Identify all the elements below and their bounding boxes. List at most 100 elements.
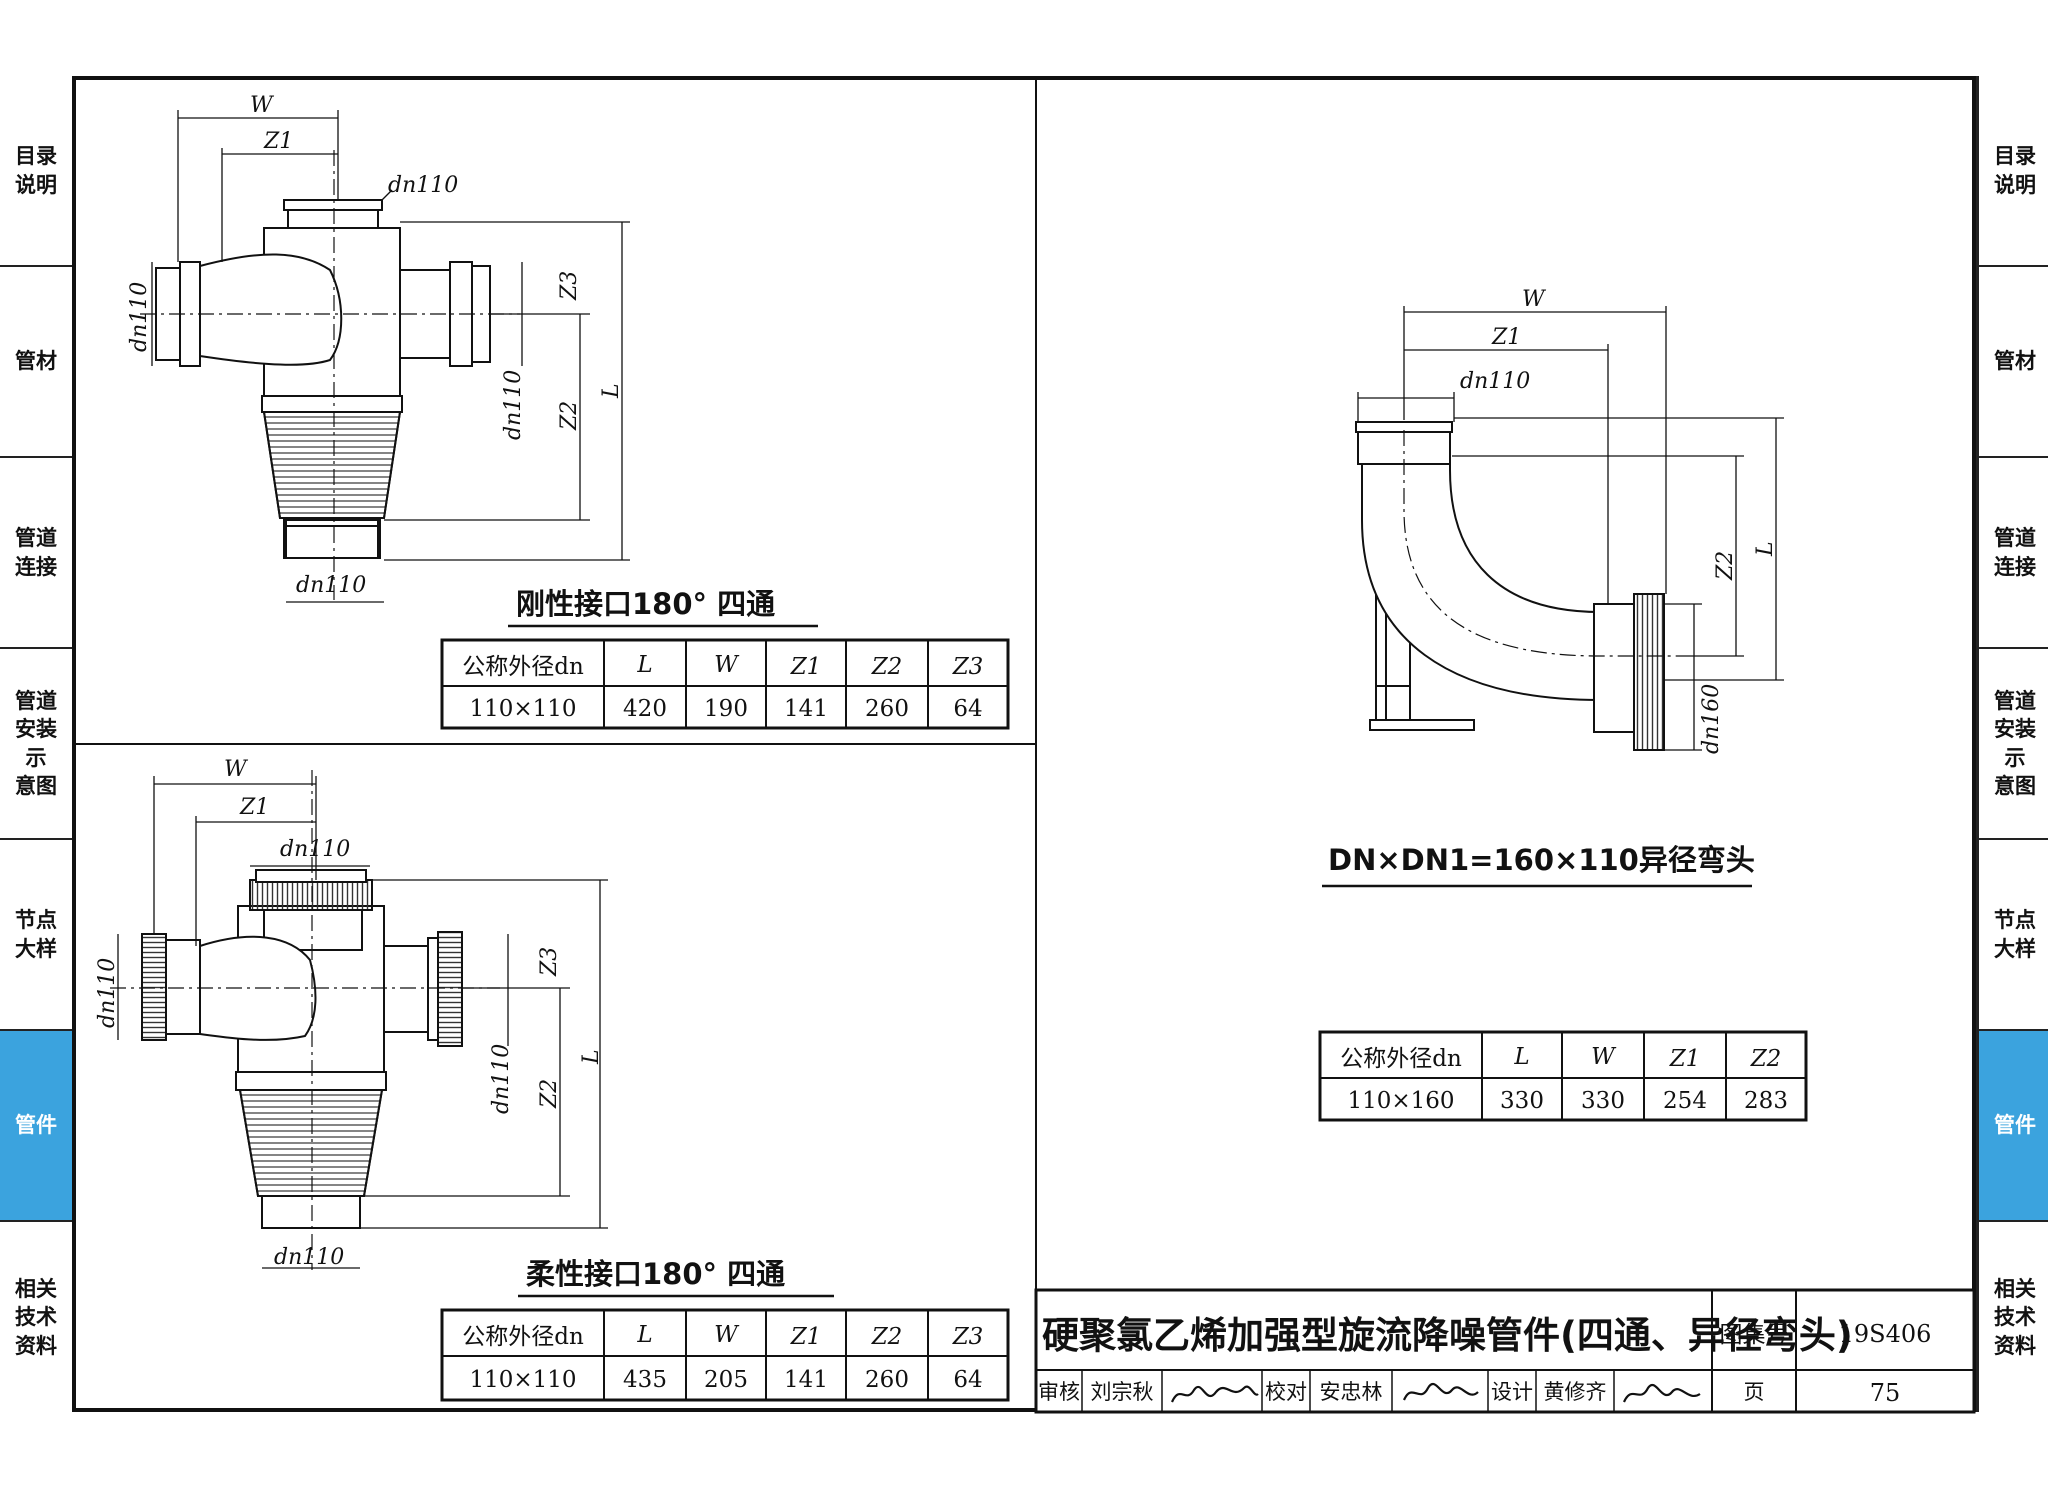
rigid-cross-dimensions	[151, 110, 630, 603]
sidebar-item-pipes[interactable]: 管材	[0, 267, 72, 458]
sidebar-item-node-details[interactable]: 节点 大样	[0, 840, 72, 1031]
rigid-table: 公称外径dn L W Z1 Z2 Z3 110×110 420 190 141 …	[440, 638, 1010, 730]
sidebar-item-installation-right[interactable]: 管道 安装 示 意图	[1979, 649, 2048, 840]
reviewer-name: 刘宗秋	[1091, 1380, 1154, 1404]
atlas-number: 19S406	[1839, 1320, 1932, 1348]
flex-cell-dn: 110×110	[469, 1367, 576, 1393]
dim-label-dn110-right: dn110	[501, 370, 526, 440]
flexible-title: 柔性接口180° 四通	[526, 1257, 785, 1291]
flexible-table: 公称外径dn L W Z1 Z2 Z3 110×110 435 205 141 …	[440, 1308, 1010, 1402]
dim-label-dn110-top: dn110	[388, 173, 458, 198]
sidebar-item-pipes-right[interactable]: 管材	[1979, 267, 2048, 458]
elbow-dim-label-L: L	[1753, 541, 1778, 557]
flex-dim-label-Z3: Z3	[537, 947, 562, 977]
flex-header-Z1: Z1	[790, 1324, 822, 1350]
flexible-cross-dimensions	[117, 776, 608, 1269]
elbow-dim-label-Z1: Z1	[1491, 325, 1521, 350]
elbow-dim-text: W Z1 dn110 Z2 L dn160	[1460, 287, 1778, 754]
flex-dim-label-L: L	[579, 1049, 604, 1065]
flex-header-dn: 公称外径dn	[462, 1324, 584, 1350]
flex-header-L: L	[636, 1322, 652, 1348]
rigid-cell-Z3: 64	[953, 696, 982, 722]
flexible-cross-dim-text: W Z1 dn110 dn110 dn110 dn110 Z3 Z2 L	[95, 757, 604, 1270]
elbow-header-W: W	[1591, 1044, 1617, 1070]
elbow-title: DN×DN1=160×110异径弯头	[1328, 843, 1755, 877]
reviewer-signature	[1170, 1385, 1259, 1403]
flex-dim-label-dn110-bottom: dn110	[274, 1245, 344, 1270]
elbow-drawing	[1355, 421, 1690, 751]
designer-name: 黄修齐	[1544, 1380, 1607, 1404]
elbow-dim-label-W: W	[1522, 287, 1547, 312]
page-label: 页	[1744, 1380, 1765, 1404]
dim-label-dn110-bottom: dn110	[296, 573, 366, 598]
rigid-title: 刚性接口180° 四通	[516, 587, 775, 621]
rigid-cell-dn: 110×110	[469, 696, 576, 722]
flex-dim-label-dn110-top: dn110	[280, 837, 350, 862]
elbow-dim-label-dn110: dn110	[1460, 369, 1530, 394]
check-label: 校对	[1265, 1380, 1307, 1404]
rigid-header-W: W	[714, 652, 740, 678]
flex-dim-label-dn110-left: dn110	[95, 958, 120, 1028]
flex-cell-Z1: 141	[784, 1367, 828, 1393]
elbow-cell-dn: 110×160	[1347, 1088, 1454, 1114]
elbow-header-Z2: Z2	[1750, 1046, 1782, 1072]
sidebar-item-fittings-right[interactable]: 管件	[1979, 1031, 2048, 1222]
title-block: 硬聚氯乙烯加强型旋流降噪管件(四通、异径弯头) 图集号 19S406 审核 刘宗…	[1034, 1288, 1976, 1414]
checker-name: 安忠林	[1320, 1380, 1383, 1404]
dim-label-dn110-left: dn110	[127, 282, 152, 352]
rigid-cell-W: 190	[704, 696, 748, 722]
flex-header-Z3: Z3	[952, 1324, 984, 1350]
checker-signature	[1402, 1382, 1479, 1401]
flex-cell-Z3: 64	[953, 1367, 982, 1393]
right-sidebar: 目录 说明 管材 管道 连接 管道 安装 示 意图 节点 大样 管件 相关 技术…	[1976, 76, 2048, 1412]
sidebar-item-pipe-connection-right[interactable]: 管道 连接	[1979, 458, 2048, 649]
elbow-header-dn: 公称外径dn	[1340, 1046, 1462, 1072]
elbow-dim-label-dn160: dn160	[1699, 684, 1724, 754]
rigid-cell-Z1: 141	[784, 696, 828, 722]
rigid-cross-drawing	[140, 150, 520, 600]
elbow-dimensions	[1357, 306, 1784, 751]
sidebar-item-node-details-right[interactable]: 节点 大样	[1979, 840, 2048, 1031]
flex-cell-W: 205	[704, 1367, 748, 1393]
dim-label-Z3: Z3	[557, 271, 582, 301]
flex-dim-label-dn110-right: dn110	[489, 1044, 514, 1114]
flex-cell-L: 435	[623, 1367, 667, 1393]
flex-header-W: W	[714, 1322, 740, 1348]
flex-dim-label-Z2: Z2	[537, 1079, 562, 1109]
left-sidebar: 目录 说明 管材 管道 连接 管道 安装 示 意图 节点 大样 管件 相关 技术…	[0, 76, 75, 1412]
elbow-header-L: L	[1513, 1044, 1529, 1070]
flex-dim-label-Z1: Z1	[239, 795, 269, 820]
flex-dim-label-W: W	[224, 757, 249, 782]
rigid-header-L: L	[636, 652, 652, 678]
dim-label-Z1: Z1	[263, 129, 293, 154]
dim-label-W: W	[250, 93, 275, 118]
designer-signature	[1622, 1384, 1701, 1403]
elbow-table: 公称外径dn L W Z1 Z2 110×160 330 330 254 283	[1318, 1030, 1808, 1122]
sidebar-item-related-docs-right[interactable]: 相关 技术 资料	[1994, 1276, 2036, 1358]
sidebar-item-fittings[interactable]: 管件	[0, 1031, 72, 1222]
sidebar-item-installation[interactable]: 管道 安装 示 意图	[0, 649, 72, 840]
dim-label-L: L	[599, 383, 624, 399]
elbow-header-Z1: Z1	[1669, 1046, 1701, 1072]
sidebar-item-contents-right[interactable]: 目录 说明	[1979, 76, 2048, 267]
flexible-cross-drawing	[110, 770, 500, 1270]
drawing-title: 硬聚氯乙烯加强型旋流降噪管件(四通、异径弯头)	[1042, 1314, 1853, 1357]
sidebar-item-contents[interactable]: 目录 说明	[0, 76, 72, 267]
elbow-cell-Z2: 283	[1744, 1088, 1788, 1114]
sidebar-item-related-docs[interactable]: 相关 技术 资料	[15, 1276, 57, 1358]
sidebar-item-pipe-connection[interactable]: 管道 连接	[0, 458, 72, 649]
flex-header-Z2: Z2	[871, 1324, 903, 1350]
rigid-header-dn: 公称外径dn	[462, 654, 584, 680]
rigid-cell-L: 420	[623, 696, 667, 722]
elbow-cell-Z1: 254	[1663, 1088, 1707, 1114]
atlas-label: 图集号	[1720, 1322, 1789, 1348]
dim-label-Z2: Z2	[557, 401, 582, 431]
rigid-cell-Z2: 260	[865, 696, 909, 722]
review-label: 审核	[1038, 1380, 1080, 1404]
rigid-header-Z3: Z3	[952, 654, 984, 680]
elbow-cell-L: 330	[1500, 1088, 1544, 1114]
rigid-header-Z1: Z1	[790, 654, 822, 680]
flex-cell-Z2: 260	[865, 1367, 909, 1393]
rigid-cross-dim-text: W Z1 dn110 dn110 dn110 dn110 Z3 Z2 L	[127, 93, 624, 598]
